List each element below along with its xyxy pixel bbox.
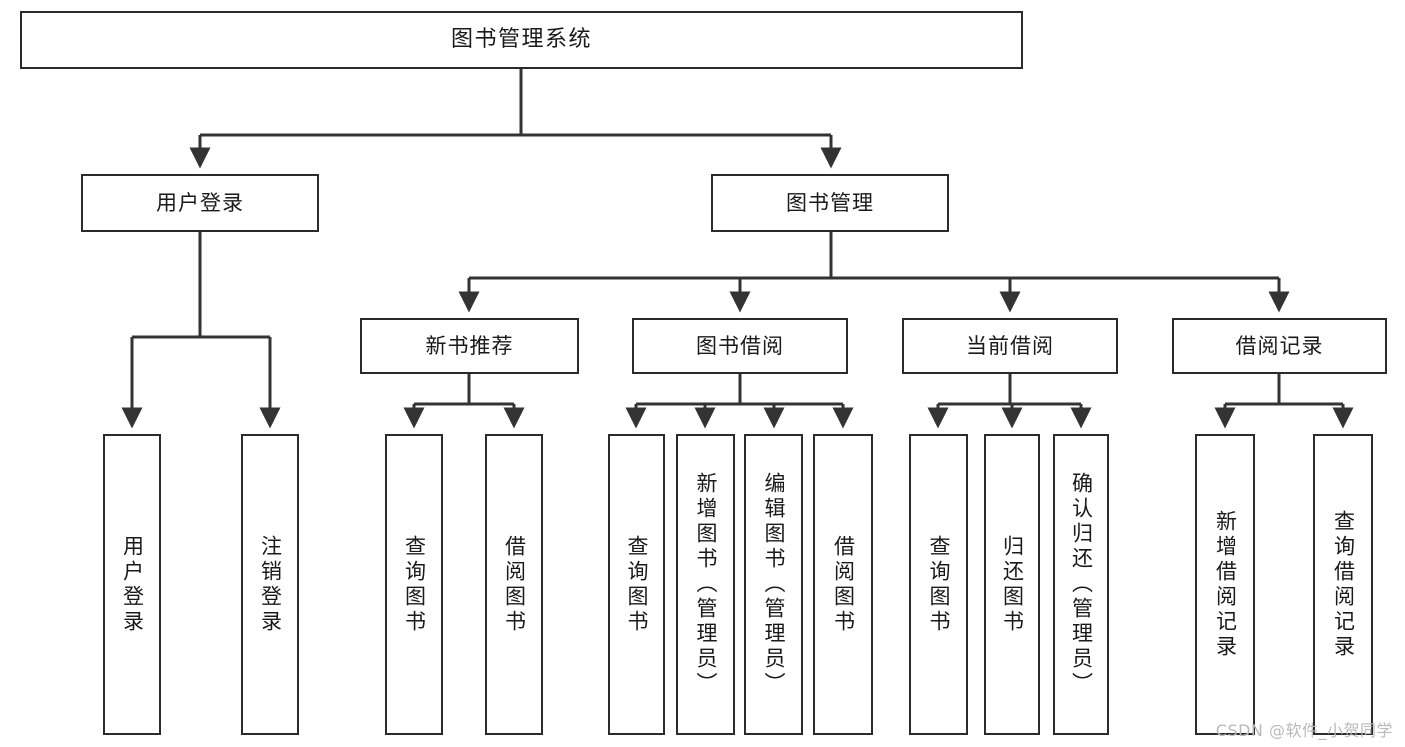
node-borrow-record[interactable]: 借阅记录: [1172, 318, 1387, 374]
node-label: 新增借阅记录: [1213, 509, 1238, 660]
leaf-borrow-add-book-admin[interactable]: 新增图书（管理员）: [676, 434, 735, 735]
node-label: 当前借阅: [966, 333, 1054, 358]
leaf-borrow-edit-book-admin[interactable]: 编辑图书（管理员）: [744, 434, 803, 735]
leaf-recommend-query-book[interactable]: 查询图书: [385, 434, 443, 735]
node-label: 借阅图书: [502, 534, 527, 635]
node-label: 借阅记录: [1235, 333, 1324, 358]
node-label: 编辑图书（管理员）: [762, 472, 786, 697]
node-label: 图书管理: [786, 190, 874, 215]
leaf-current-query-book[interactable]: 查询图书: [909, 434, 968, 735]
watermark: CSDN @软件_小贺同学: [1215, 721, 1393, 740]
leaf-logout[interactable]: 注销登录: [241, 434, 299, 735]
node-book-management[interactable]: 图书管理: [711, 174, 949, 232]
node-label: 新书推荐: [425, 333, 514, 358]
leaf-borrow-query-book[interactable]: 查询图书: [608, 434, 665, 735]
leaf-recommend-borrow-book[interactable]: 借阅图书: [485, 434, 543, 735]
node-label: 确认归还（管理员）: [1069, 472, 1094, 697]
node-label: 查询借阅记录: [1331, 509, 1356, 660]
leaf-borrow-borrow-book[interactable]: 借阅图书: [813, 434, 873, 735]
node-label: 用户登录: [156, 190, 244, 215]
node-label: 查询图书: [927, 534, 951, 635]
node-root-system[interactable]: 图书管理系统: [20, 11, 1023, 69]
node-label: 新增图书（管理员）: [694, 472, 718, 697]
leaf-current-return-book[interactable]: 归还图书: [984, 434, 1040, 735]
node-label: 用户登录: [120, 534, 145, 635]
node-current-borrow[interactable]: 当前借阅: [902, 318, 1118, 374]
node-label: 图书管理系统: [450, 27, 592, 53]
node-book-borrow[interactable]: 图书借阅: [632, 318, 848, 374]
node-label: 借阅图书: [831, 534, 856, 635]
node-user-login[interactable]: 用户登录: [81, 174, 319, 232]
leaf-current-confirm-return-admin[interactable]: 确认归还（管理员）: [1053, 434, 1109, 735]
node-label: 查询图书: [625, 534, 649, 635]
node-label: 图书借阅: [696, 333, 784, 358]
node-label: 查询图书: [402, 534, 427, 635]
node-label: 注销登录: [258, 534, 283, 635]
node-label: 归还图书: [1000, 534, 1025, 635]
leaf-record-query-borrow-record[interactable]: 查询借阅记录: [1313, 434, 1373, 735]
leaf-record-add-borrow-record[interactable]: 新增借阅记录: [1195, 434, 1255, 735]
leaf-user-login[interactable]: 用户登录: [103, 434, 161, 735]
node-new-book-recommend[interactable]: 新书推荐: [360, 318, 579, 374]
